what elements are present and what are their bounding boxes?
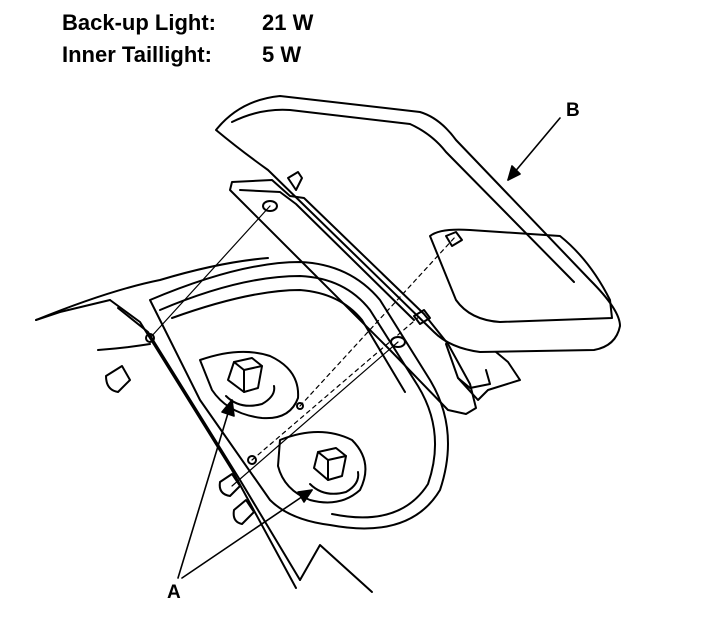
- spec-label: Inner Taillight:: [62, 42, 212, 67]
- socket-housing: [149, 261, 449, 530]
- spec-value: 21 W: [262, 10, 314, 35]
- spec-row-backup-light: Back-up Light: 21 W: [62, 10, 313, 36]
- bulb-upper: [225, 357, 276, 407]
- callout-arrows-a: [177, 399, 313, 579]
- callout-label-a: A: [167, 582, 181, 603]
- spec-row-inner-taillight: Inner Taillight: 5 W: [62, 42, 301, 68]
- lens-cover: [215, 95, 621, 401]
- mounting-gasket: [229, 179, 477, 415]
- body-panel: [35, 257, 373, 593]
- alignment-lines: [149, 205, 457, 487]
- mounting-studs: [105, 171, 463, 525]
- bulb-lower: [309, 447, 360, 495]
- spec-label: Back-up Light:: [62, 10, 216, 35]
- callout-label-b: B: [566, 100, 580, 121]
- spec-value: 5 W: [262, 42, 302, 67]
- callout-arrow-b: [507, 117, 561, 181]
